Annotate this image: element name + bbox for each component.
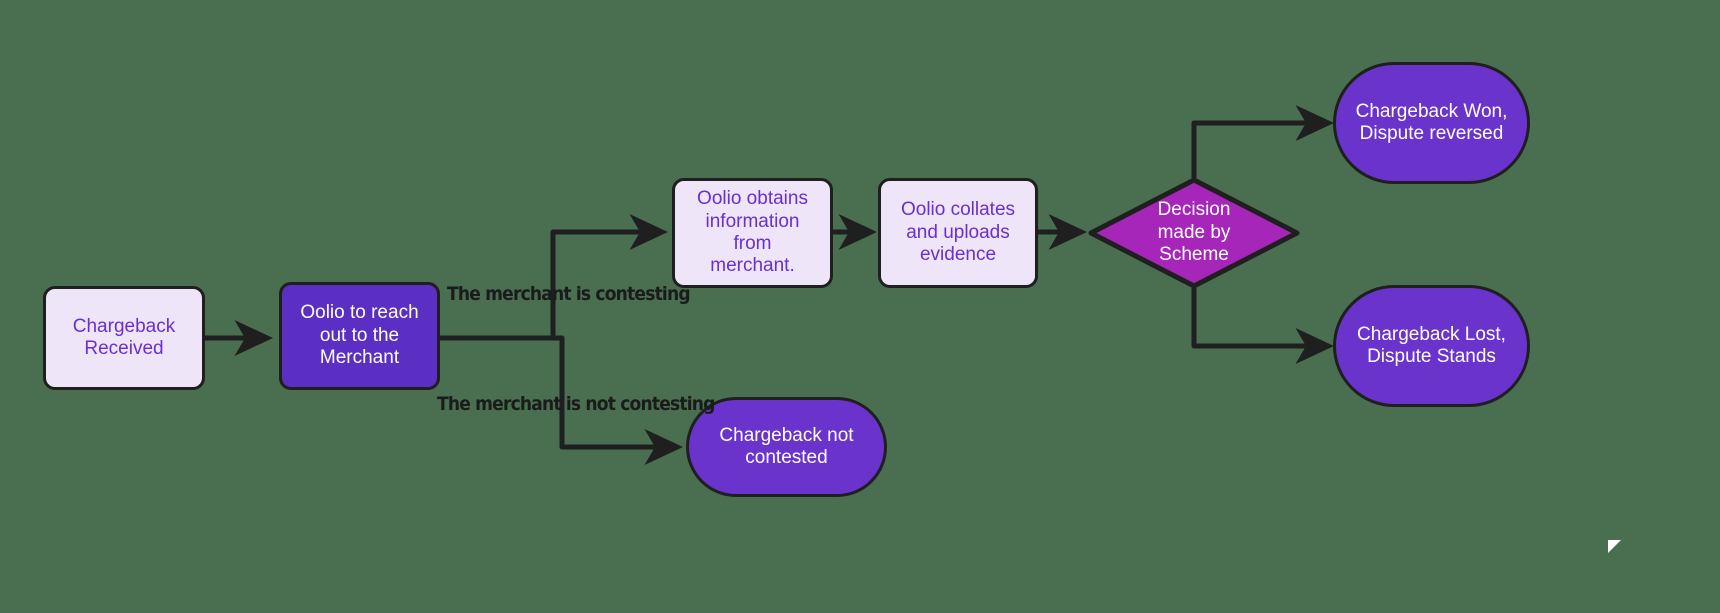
- node-label: Chargeback Won, Dispute reversed: [1355, 100, 1508, 144]
- node-chargeback-won[interactable]: Chargeback Won, Dispute reversed: [1333, 62, 1530, 184]
- node-label: Oolio obtains information from merchant.: [697, 188, 808, 277]
- node-chargeback-not-contested[interactable]: Chargeback not contested: [686, 397, 887, 497]
- pointer-mark-icon: [1608, 540, 1621, 553]
- node-label: Oolio collates and uploads evidence: [900, 199, 1016, 266]
- edge-label-contesting: The merchant is contesting: [447, 283, 691, 305]
- node-label: Chargeback Received: [72, 315, 176, 359]
- node-chargeback-lost[interactable]: Chargeback Lost, Dispute Stands: [1333, 285, 1530, 407]
- node-oolio-reach-out[interactable]: Oolio to reach out to the Merchant: [279, 282, 440, 390]
- diamond-shape: [1088, 177, 1300, 289]
- node-oolio-collates[interactable]: Oolio collates and uploads evidence: [878, 178, 1038, 288]
- node-label: Oolio to reach out to the Merchant: [300, 302, 419, 369]
- node-chargeback-received[interactable]: Chargeback Received: [43, 286, 205, 390]
- node-label: Chargeback Lost, Dispute Stands: [1357, 323, 1506, 367]
- edge-label-not-contesting: The merchant is not contesting: [437, 393, 715, 415]
- node-oolio-obtains-info[interactable]: Oolio obtains information from merchant.: [672, 178, 833, 288]
- edge-decision-to-lost: [1191, 288, 1335, 364]
- edge-decision-to-won: [1191, 105, 1335, 178]
- node-label: Decision made by Scheme: [1157, 198, 1231, 266]
- node-decision-scheme[interactable]: Decision made by Scheme: [1088, 177, 1300, 289]
- node-label: Chargeback not contested: [719, 424, 854, 468]
